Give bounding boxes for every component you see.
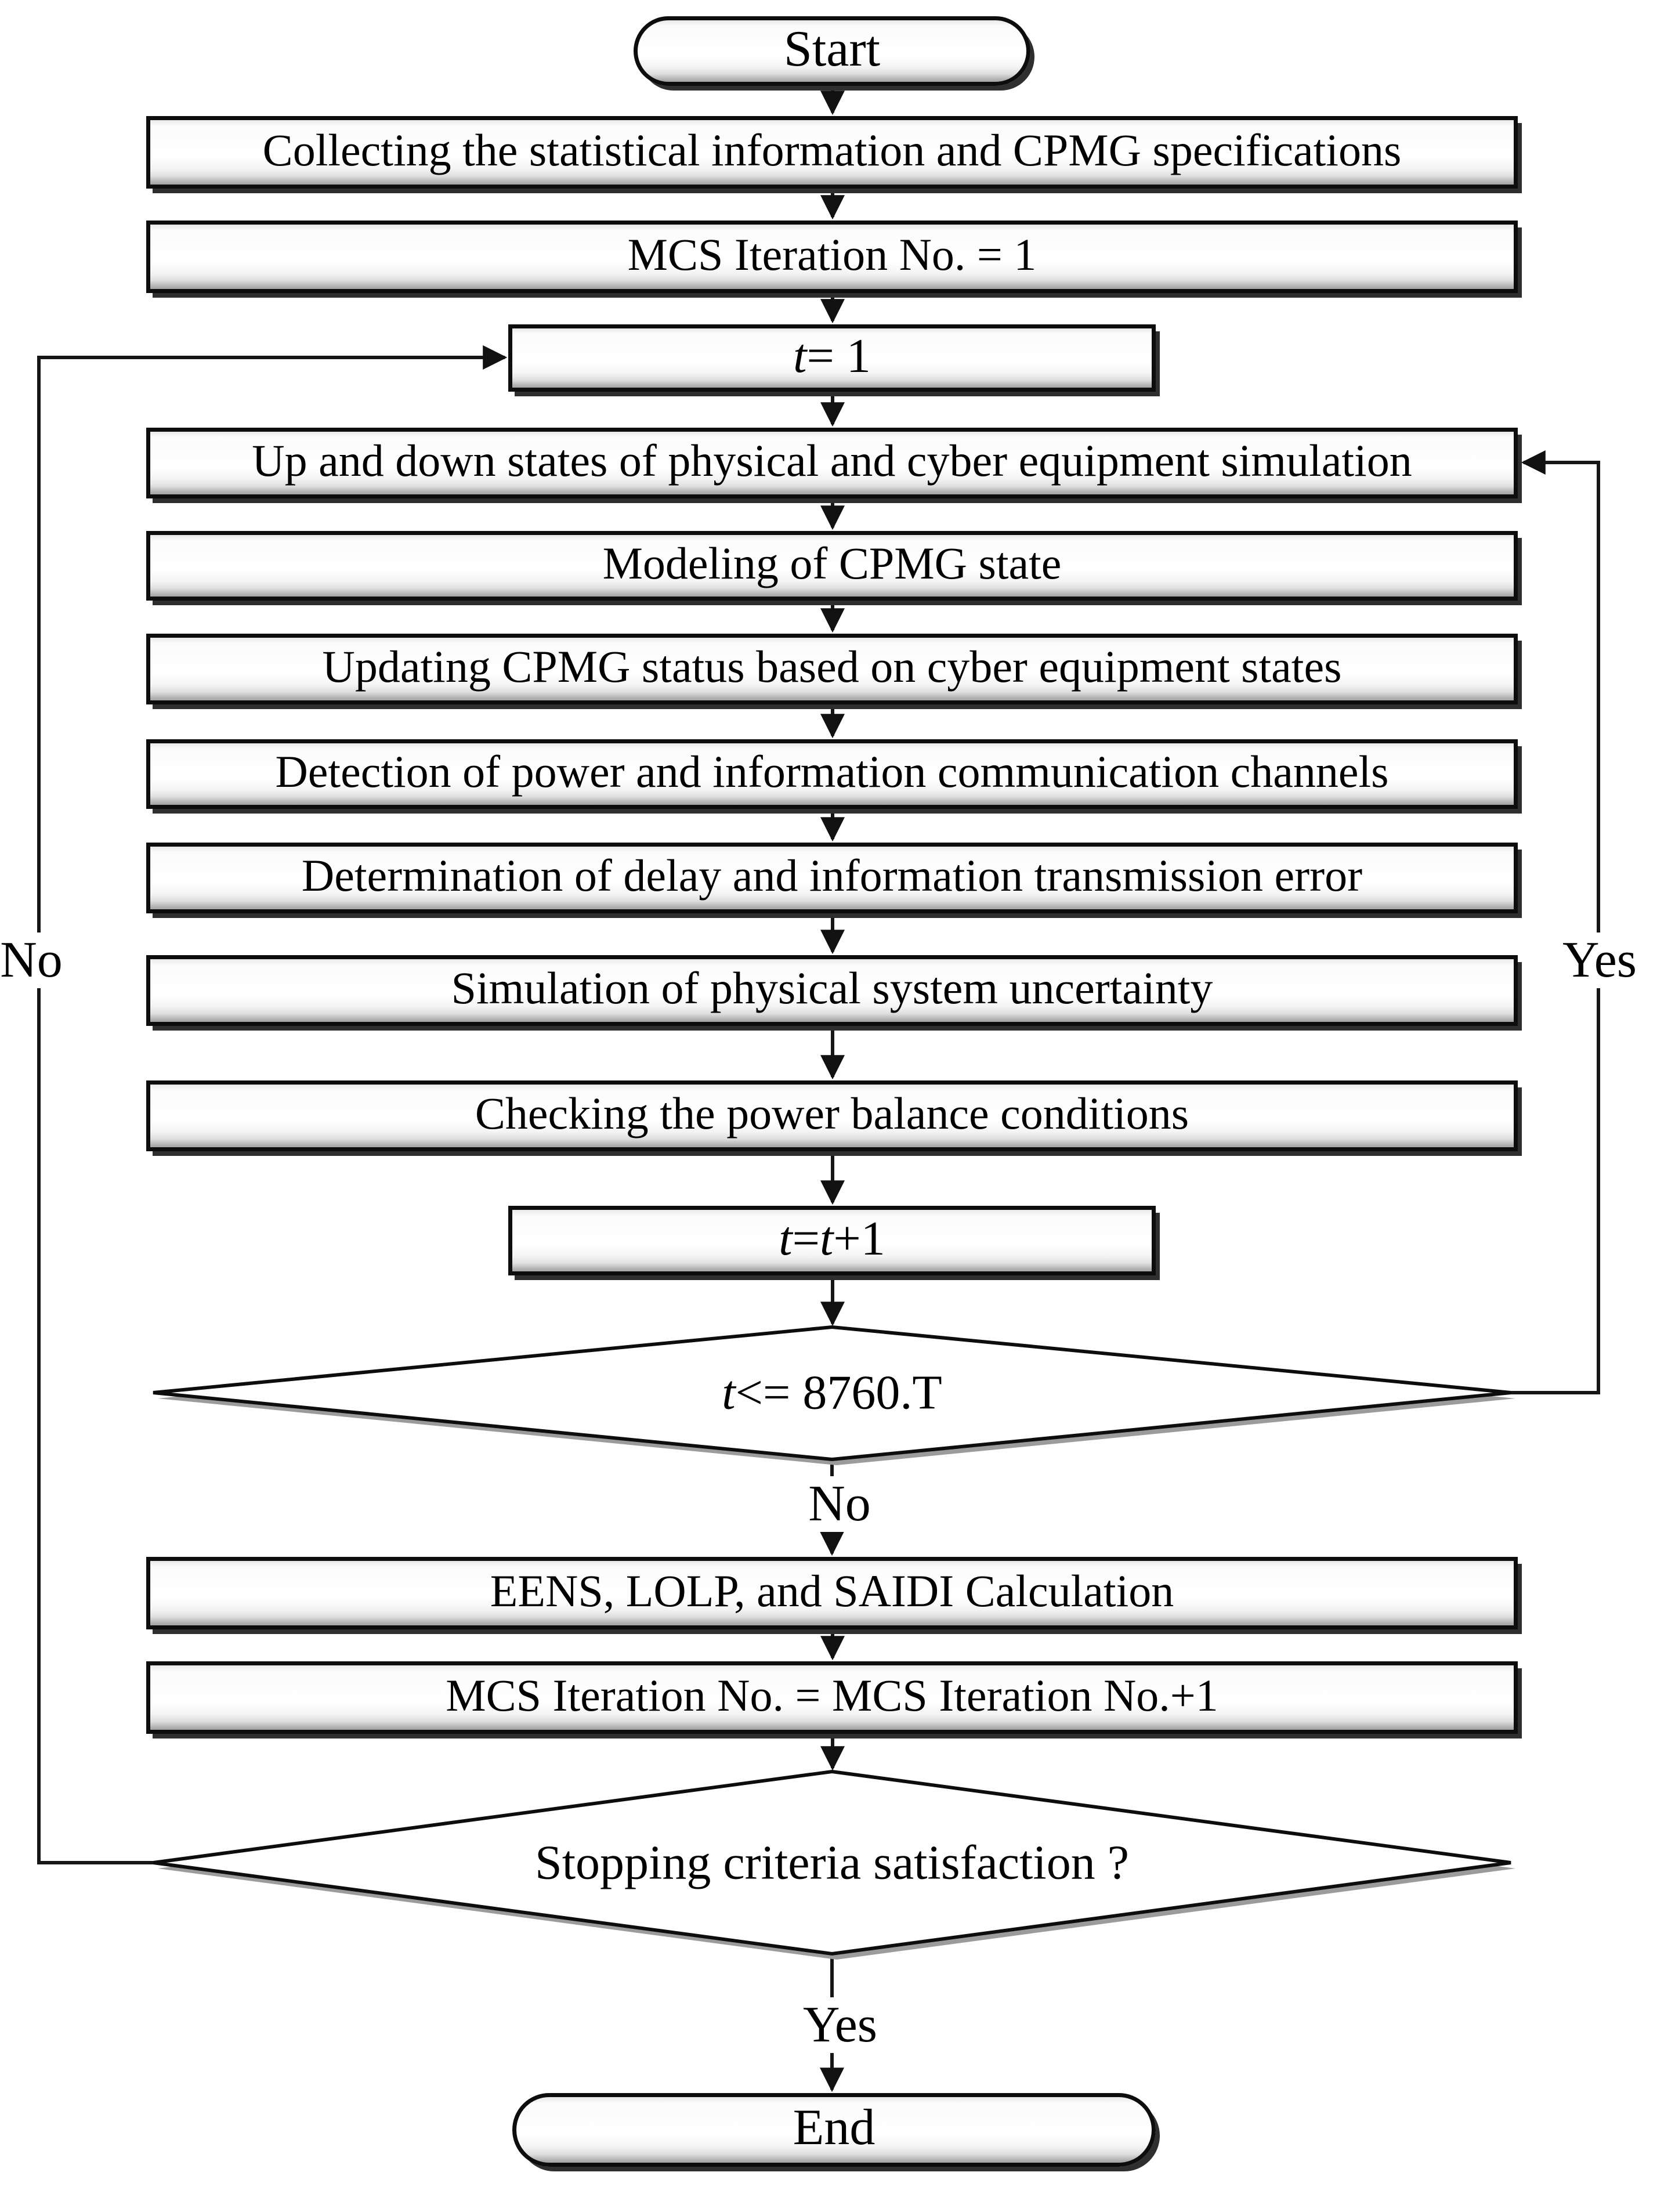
edge-label-no-inner: No	[802, 1476, 877, 1532]
node-updating-cpmg-status-label: Updating CPMG status based on cyber equi…	[322, 641, 1342, 692]
node-power-balance-check: Checking the power balance conditions	[146, 1080, 1518, 1151]
node-detection-channels-label: Detection of power and information commu…	[275, 746, 1389, 797]
node-collect-info: Collecting the statistical information a…	[146, 116, 1518, 189]
node-t-increment-var1: t	[779, 1211, 793, 1266]
node-t-increment: t = t+1	[508, 1206, 1156, 1275]
node-end-label: End	[793, 2099, 876, 2156]
node-modeling-cpmg-label: Modeling of CPMG state	[602, 538, 1062, 588]
node-mcs-iteration-increment-label: MCS Iteration No. = MCS Iteration No.+1	[446, 1669, 1218, 1721]
decision-t-8760-cond: <= 8760.T	[735, 1365, 942, 1420]
edge-label-no-left: No	[0, 932, 68, 988]
node-up-down-states: Up and down states of physical and cyber…	[146, 428, 1518, 498]
edge-label-yes-bottom: Yes	[797, 1997, 884, 2053]
node-start: Start	[634, 16, 1030, 86]
edge-label-yes-right: Yes	[1556, 932, 1643, 988]
node-up-down-states-label: Up and down states of physical and cyber…	[252, 435, 1412, 486]
decision-stopping-diamond	[153, 1769, 1511, 1956]
loop-no-to-t-init	[37, 345, 508, 1864]
node-delay-error-determination: Determination of delay and information t…	[146, 843, 1518, 913]
node-updating-cpmg-status: Updating CPMG status based on cyber equi…	[146, 634, 1518, 704]
loop-yes-to-updown	[1511, 450, 1600, 1394]
node-power-balance-check-label: Checking the power balance conditions	[475, 1088, 1189, 1138]
decision-stopping-label: Stopping criteria satisfaction ?	[534, 1835, 1130, 1890]
node-mcs-iteration-init-label: MCS Iteration No. = 1	[627, 229, 1037, 280]
node-t-init: t = 1	[508, 324, 1156, 392]
node-eens-lolp-saidi-label: EENS, LOLP, and SAIDI Calculation	[490, 1565, 1174, 1616]
node-collect-info-label: Collecting the statistical information a…	[262, 124, 1402, 175]
node-eens-lolp-saidi: EENS, LOLP, and SAIDI Calculation	[146, 1557, 1518, 1629]
decision-t-8760-var: t	[722, 1365, 736, 1420]
node-end: End	[512, 2093, 1156, 2167]
node-detection-channels: Detection of power and information commu…	[146, 739, 1518, 809]
decision-shapes	[153, 1325, 1515, 1960]
node-start-label: Start	[783, 20, 881, 77]
node-t-increment-var2: t	[820, 1211, 834, 1266]
decision-t-8760-diamond	[153, 1325, 1511, 1462]
node-t-increment-plus: +1	[833, 1211, 885, 1266]
node-delay-error-determination-label: Determination of delay and information t…	[301, 850, 1363, 901]
node-physical-uncertainty-simulation-label: Simulation of physical system uncertaint…	[451, 963, 1213, 1013]
node-t-init-rest: = 1	[806, 328, 871, 383]
node-t-init-var: t	[793, 328, 807, 383]
node-physical-uncertainty-simulation: Simulation of physical system uncertaint…	[146, 955, 1518, 1026]
decision-t-8760-label: t<= 8760.T	[722, 1365, 942, 1421]
node-mcs-iteration-increment: MCS Iteration No. = MCS Iteration No.+1	[146, 1661, 1518, 1734]
node-t-increment-eq: =	[792, 1211, 820, 1266]
node-modeling-cpmg: Modeling of CPMG state	[146, 531, 1518, 601]
node-mcs-iteration-init: MCS Iteration No. = 1	[146, 221, 1518, 293]
